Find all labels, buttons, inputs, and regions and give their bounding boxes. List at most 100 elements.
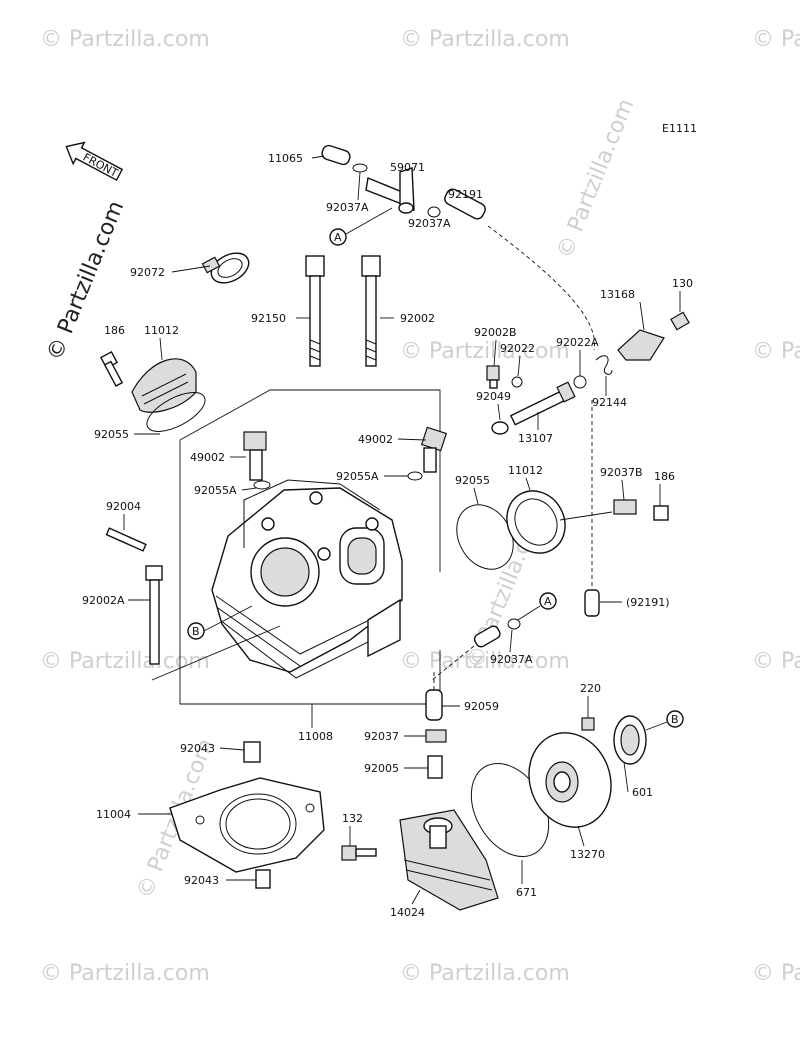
- part-92150-stud: [305, 255, 325, 367]
- label-92002: 92002: [400, 312, 435, 325]
- label-92043: 92043: [184, 874, 219, 887]
- part-92002a-bolt: [145, 565, 163, 665]
- clamp-92037a-icon: [427, 206, 441, 218]
- watermark-text: © Partzilla.com: [400, 649, 570, 674]
- part-49002-fitting-left: [243, 431, 271, 490]
- label-92037: 92037: [364, 730, 399, 743]
- label-132: 132: [342, 812, 363, 825]
- diagram-code: E1111: [662, 122, 697, 135]
- part-92037b-clamp: [613, 499, 637, 515]
- label-92072: 92072: [130, 266, 165, 279]
- label-92191-paren: (92191): [626, 596, 670, 609]
- label-92049: 92049: [476, 390, 511, 403]
- part-92055-oring: [146, 392, 206, 432]
- callout-a-label: A: [544, 595, 552, 608]
- part-92022a-washer: [573, 375, 587, 389]
- front-arrow-icon: FRONT: [65, 141, 124, 182]
- watermark-text: © Partzilla.com: [40, 961, 210, 986]
- part-220-bolt: [581, 717, 595, 731]
- label-92037a: 92037A: [490, 653, 533, 666]
- label-186: 186: [654, 470, 675, 483]
- part-130-bolt: [670, 311, 690, 331]
- label-130: 130: [672, 277, 693, 290]
- watermark-text: © Partzilla.com: [400, 339, 570, 364]
- watermark-text: © Partzilla.com: [752, 961, 800, 986]
- part-hose-icon: [473, 625, 501, 648]
- part-13107-shaft: [509, 381, 576, 426]
- part-49002-fitting-right: [407, 426, 448, 481]
- part-13270-holder: [528, 732, 612, 828]
- part-92059-hose: [425, 689, 443, 721]
- part-92191-hose: [444, 188, 486, 220]
- label-92022: 92022: [500, 342, 535, 355]
- part-92072-clamp: [201, 252, 250, 284]
- callout-b-label: B: [671, 713, 679, 726]
- part-132-bolt: [341, 845, 377, 861]
- part-11004-gasket: [169, 777, 325, 873]
- part-92049-seal: [491, 421, 509, 435]
- callout-b-icon: [666, 710, 684, 728]
- label-92150: 92150: [251, 312, 286, 325]
- label-11008: 11008: [298, 730, 333, 743]
- part-92002-stud: [361, 255, 381, 367]
- label-186: 186: [104, 324, 125, 337]
- label-13168: 13168: [600, 288, 635, 301]
- label-49002: 49002: [190, 451, 225, 464]
- part-11012-cover: [131, 358, 197, 413]
- watermark-text: © Partzilla.com: [40, 649, 210, 674]
- label-92037a: 92037A: [326, 201, 369, 214]
- label-92002b: 92002B: [474, 326, 517, 339]
- label-220: 220: [580, 682, 601, 695]
- label-13270: 13270: [570, 848, 605, 861]
- watermark-text: © Partzilla.com: [552, 95, 639, 262]
- label-92144: 92144: [592, 396, 627, 409]
- label-92055: 92055: [455, 474, 490, 487]
- watermark-text: © Partzilla.com: [752, 27, 800, 52]
- part-186-bolt: [99, 350, 124, 387]
- callout-a-label: A: [334, 231, 342, 244]
- watermark-text: © Partzilla.com: [400, 961, 570, 986]
- part-92043-dowel: [243, 741, 261, 763]
- label-14024: 14024: [390, 906, 425, 919]
- label-59071: 59071: [390, 161, 425, 174]
- clamp-92037a-icon: [352, 163, 368, 173]
- clamp-92037a-icon: [507, 618, 521, 630]
- label-92191: 92191: [448, 188, 483, 201]
- label-92002a: 92002A: [82, 594, 125, 607]
- label-92004: 92004: [106, 500, 141, 513]
- watermark-text: © Partzilla.com: [40, 27, 210, 52]
- watermark-text: © Partzilla.com: [752, 339, 800, 364]
- label-92043: 92043: [180, 742, 215, 755]
- part-92004-stud: [105, 527, 147, 552]
- part-11008-cylinder-head: [211, 479, 403, 679]
- watermark-text: © Partzilla.com: [400, 27, 570, 52]
- callout-a-icon: [329, 228, 347, 246]
- label-92022a: 92022A: [556, 336, 599, 349]
- callout-b-label: B: [192, 625, 200, 638]
- label-11012: 11012: [144, 324, 179, 337]
- label-92055a: 92055A: [336, 470, 379, 483]
- label-92005: 92005: [364, 762, 399, 775]
- part-14024-cover: [399, 809, 499, 911]
- part-92022-washer: [511, 376, 523, 388]
- part-labels: 11065 59071 92037A 92191 92037A 92072 18…: [82, 152, 693, 919]
- label-11012: 11012: [508, 464, 543, 477]
- part-92043-dowel: [255, 869, 271, 889]
- label-671: 671: [516, 886, 537, 899]
- part-92037-clamp: [425, 729, 447, 743]
- label-11065: 11065: [268, 152, 303, 165]
- part-92144-spring: [595, 355, 613, 375]
- part-92191-hose-right: [584, 589, 600, 617]
- part-11012-cover-right: [506, 490, 566, 554]
- label-92037a: 92037A: [408, 217, 451, 230]
- label-601: 601: [632, 786, 653, 799]
- part-92005-nipple: [427, 755, 443, 779]
- part-601-bearing: [613, 715, 647, 765]
- label-11004: 11004: [96, 808, 131, 821]
- part-92002b-bolt: [486, 365, 500, 389]
- label-92055a: 92055A: [194, 484, 237, 497]
- watermark-text: © Partzilla.com: [42, 197, 129, 364]
- part-186-bolt-right: [653, 505, 669, 521]
